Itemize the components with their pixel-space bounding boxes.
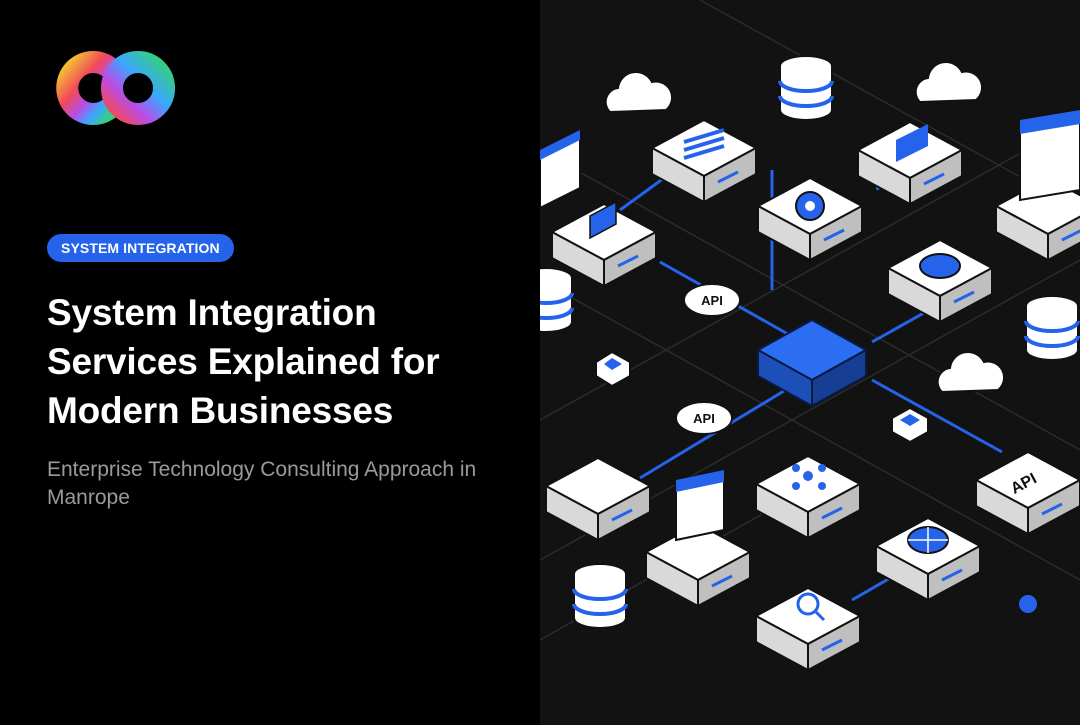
- integration-network-illustration: API API API: [540, 0, 1080, 672]
- cloud-download-icon: [914, 61, 984, 103]
- cloud-sync-icon: [936, 351, 1006, 393]
- gear-icon: [795, 191, 1039, 615]
- globe-icon: [907, 526, 949, 554]
- infinity-co-logo-icon: [56, 51, 175, 125]
- page-title: System Integration Services Explained fo…: [47, 292, 440, 431]
- network-icon: [792, 464, 826, 490]
- cloud-upload-icon: [604, 71, 674, 113]
- plug-icon: [589, 200, 617, 240]
- coin-icon: [919, 253, 961, 279]
- search-icon: [796, 592, 826, 622]
- api-badge: API: [683, 283, 741, 317]
- browser-window-icon: [675, 108, 1080, 542]
- svg-text:API: API: [701, 293, 723, 308]
- hexagon-icon: [595, 350, 929, 444]
- category-tag: SYSTEM INTEGRATION: [47, 234, 234, 262]
- api-badge: API: [675, 401, 733, 435]
- illustration-panel: API API API: [540, 0, 1080, 725]
- image-icon: [896, 124, 928, 162]
- list-icon: [683, 128, 725, 160]
- code-icon: [540, 128, 581, 210]
- central-hub: [755, 318, 869, 408]
- page-subtitle: Enterprise Technology Consulting Approac…: [47, 458, 477, 509]
- svg-text:API: API: [693, 411, 715, 426]
- text-panel: SYSTEM INTEGRATION System Integration Se…: [47, 51, 477, 509]
